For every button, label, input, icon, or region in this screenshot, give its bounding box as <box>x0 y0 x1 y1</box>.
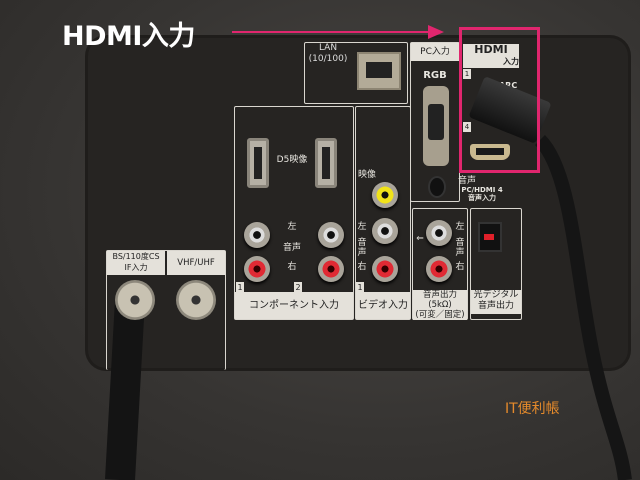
bs-label2: IF入力 <box>124 263 148 272</box>
optical-label2: 音声出力 <box>477 301 514 311</box>
component-2-audio-left[interactable] <box>318 222 344 248</box>
component-right-label: 右 <box>287 262 297 272</box>
arrow-left-icon: ⇐ <box>416 234 424 244</box>
antenna-section <box>106 250 226 370</box>
audio-out-label3: (可変／固定) <box>415 310 465 320</box>
audio-out-left-label: 左 <box>455 222 465 232</box>
d5-port-2[interactable] <box>315 138 337 188</box>
video-audio-left-jack[interactable] <box>372 218 398 244</box>
hdmi-port1-number: 1 <box>463 69 471 79</box>
video-in-jack[interactable] <box>372 182 398 208</box>
video-label: 映像 <box>357 170 376 180</box>
audio-out-right-label: 右 <box>455 262 465 272</box>
component-audio-label: 音声 <box>282 243 301 253</box>
component-1-audio-right[interactable] <box>244 256 270 282</box>
video-input-label: ビデオ入力 <box>356 292 410 319</box>
video-left-label: 左 <box>357 222 367 232</box>
component-label: コンポーネント入力 <box>235 292 353 319</box>
pc-audio-jack[interactable] <box>428 176 446 198</box>
pc-audio-label: 音声 <box>457 176 476 186</box>
annotation-title: HDMI入力 <box>62 21 195 52</box>
audio-out-label2: (5kΩ) <box>428 300 452 310</box>
vhf-uhf-label: VHF/UHF <box>167 251 225 275</box>
bs-label: BS/110度CS IF入力 <box>107 251 165 275</box>
video-section <box>355 106 411 320</box>
audio-out-right-jack[interactable] <box>426 256 452 282</box>
lan-label-text: LAN <box>318 43 338 53</box>
vga-port[interactable] <box>423 86 449 166</box>
lan-label: LAN(10/100) <box>305 43 351 67</box>
video-num-1: 1 <box>356 282 364 292</box>
pc-input-label: PC入力 <box>411 43 459 61</box>
vhf-uhf-antenna-port[interactable] <box>176 280 216 320</box>
component-1-audio-left[interactable] <box>244 222 270 248</box>
component-left-label: 左 <box>287 222 297 232</box>
component-2-audio-right[interactable] <box>318 256 344 282</box>
hdmi-input-text: 入力 <box>503 57 519 66</box>
lan-section <box>304 42 408 104</box>
bs-label1: BS/110度CS <box>112 252 160 261</box>
pc-audio-sub1: PC/HDMI 4 <box>461 186 503 194</box>
lan-speed-text: (10/100) <box>308 54 348 64</box>
audio-out-audio-label: 音声 <box>455 238 465 258</box>
hdmi-highlight-box <box>459 27 540 173</box>
d5-port-1[interactable] <box>247 138 269 188</box>
optical-label1: 光デジタル <box>473 290 519 300</box>
hdmi-port-4[interactable] <box>470 144 510 160</box>
lan-port[interactable] <box>357 52 401 90</box>
bs-antenna-port[interactable] <box>115 280 155 320</box>
video-right-label: 右 <box>357 262 367 272</box>
hdmi-port4-number: 4 <box>463 122 471 132</box>
pc-audio-sub2: 音声入力 <box>468 194 496 202</box>
video-audio-right-jack[interactable] <box>372 256 398 282</box>
audio-out-label: 音声出力(5kΩ)(可変／固定) <box>413 290 467 320</box>
component-num-1: 1 <box>236 282 244 292</box>
hdmi-logo: HDMI <box>474 43 508 56</box>
watermark: IT便利帳 <box>505 401 560 417</box>
component-num-2: 2 <box>294 282 302 292</box>
d5-label: D5映像 <box>276 155 308 165</box>
audio-out-left-jack[interactable] <box>426 220 452 246</box>
component-section <box>234 106 354 320</box>
audio-out-label1: 音声出力 <box>422 290 457 300</box>
optical-port[interactable] <box>478 222 502 252</box>
video-audio-label: 音声 <box>357 238 367 258</box>
optical-label: 光デジタル音声出力 <box>471 290 521 314</box>
rgb-label: RGB <box>423 70 447 81</box>
optical-section <box>470 208 522 320</box>
